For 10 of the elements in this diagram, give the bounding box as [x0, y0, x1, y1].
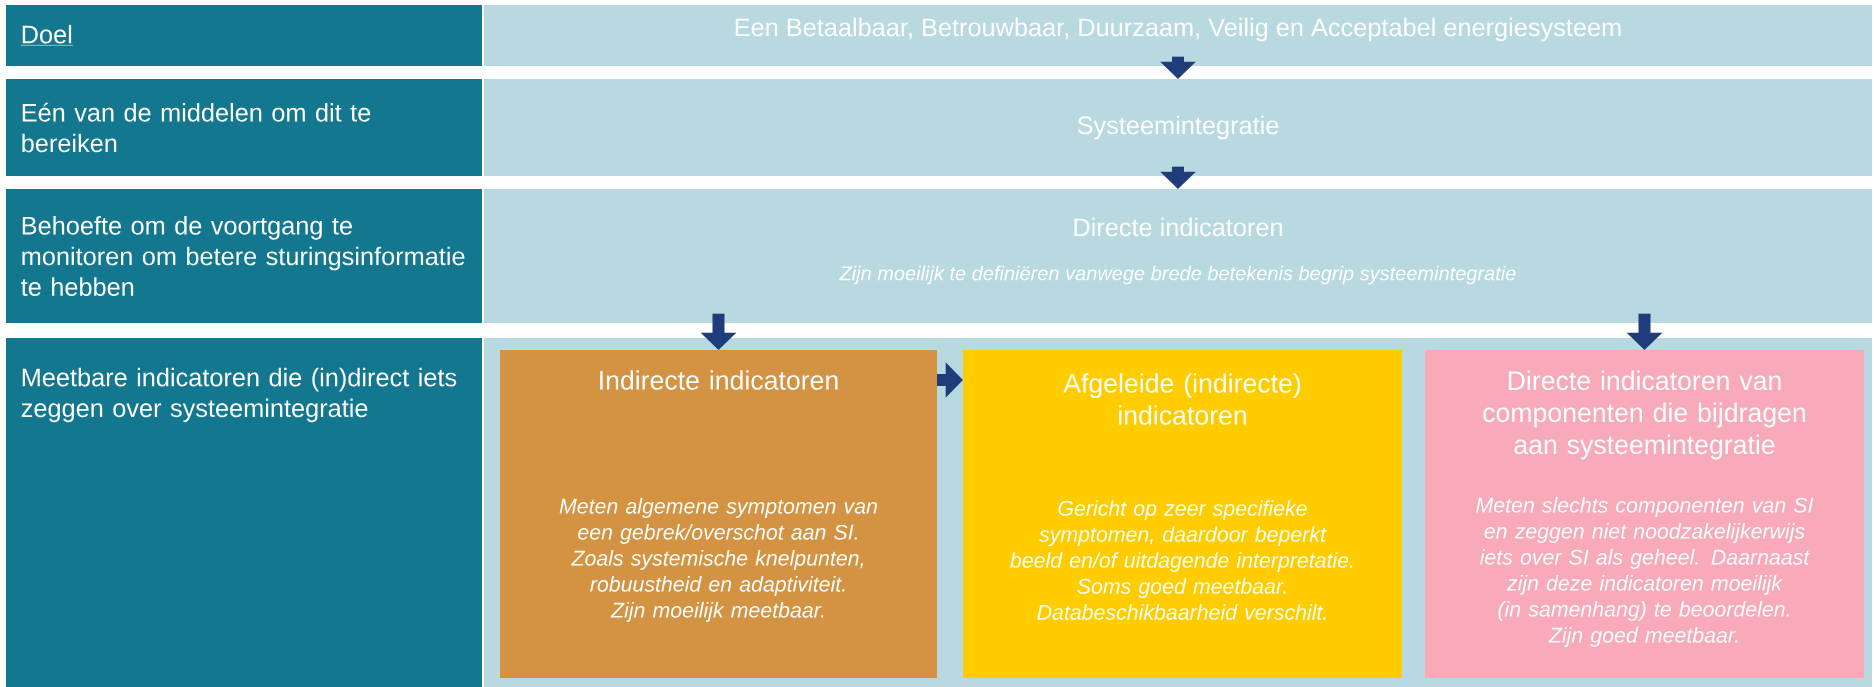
row-label-cell: Doel — [6, 5, 482, 66]
row-content-band: Een Betaalbaar, Betrouwbaar, Duurzaam, Veilig en Acceptabel energiesysteem — [484, 5, 1872, 66]
indicator-card: Indirecte indicatoren Meten algemene symptomen van een gebrek/overschot aan SI. Zoals systemische knelpunten, robuustheid en adaptiviteit. Zijn moeilijk meetbaar. — [500, 350, 937, 678]
row-label-cell: Behoefte om de voortgang te monitoren om betere sturingsinformatie te hebben — [6, 189, 482, 323]
indicator-card: Directe indicatoren van componenten die bijdragen aan systeemintegratie Meten slechts componenten van SI en zeggen niet noodzakelijkerwijs iets over SI als geheel. Daarnaast zijn deze indicatoren moeilijk (in samenhang) te beoordelen. Zijn goed meetbaar. — [1425, 350, 1864, 678]
indicator-card: Afgeleide (indirecte) indicatoren Gericht op zeer specifieke symptomen, daardoor beperkt beeld en/of uitdagende interpretatie. Soms goed meetbaar. Databeschikbaarheid verschilt. — [963, 350, 1402, 678]
row-content-band: Systeemintegratie — [484, 79, 1872, 176]
row-content-band: Directe indicatoren Zijn moeilijk te definiëren vanwege brede betekenis begrip systeemintegratie — [484, 189, 1872, 323]
row-label-cell: Eén van de middelen om dit te bereiken — [6, 79, 482, 176]
row-label-cell: Meetbare indicatoren die (in)direct iets zeggen over systeemintegratie — [6, 338, 482, 687]
